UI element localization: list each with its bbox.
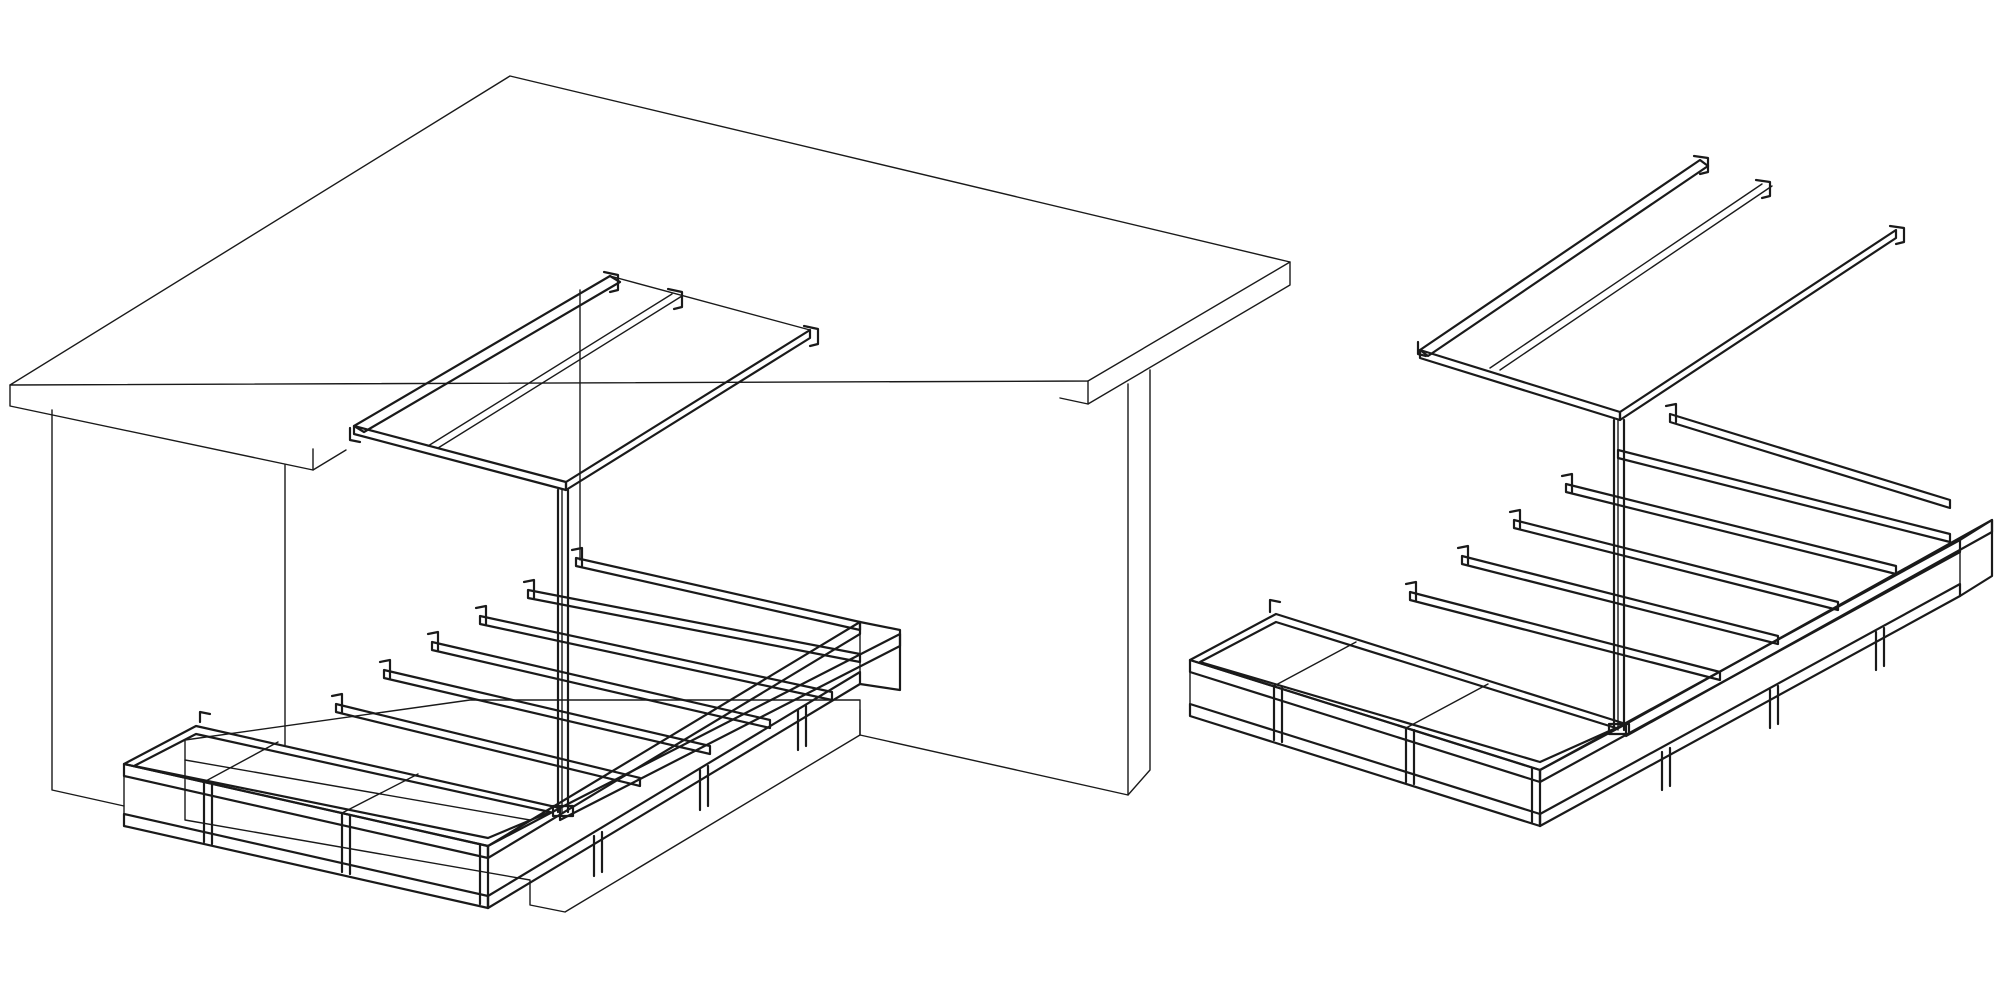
floor-joists — [330, 546, 862, 788]
ceiling-frame — [348, 270, 820, 492]
ceiling-frame-right — [1416, 154, 1906, 422]
right-frame-view — [1188, 154, 1994, 828]
column-right — [1607, 418, 1631, 736]
support-slab — [184, 699, 861, 913]
floor-box-frame-right — [1188, 518, 1994, 828]
floor-joists-right — [1404, 402, 1952, 682]
floor-box-frame — [122, 620, 902, 910]
left-assembly-view — [9, 75, 1291, 913]
roof-slab — [9, 75, 1291, 471]
